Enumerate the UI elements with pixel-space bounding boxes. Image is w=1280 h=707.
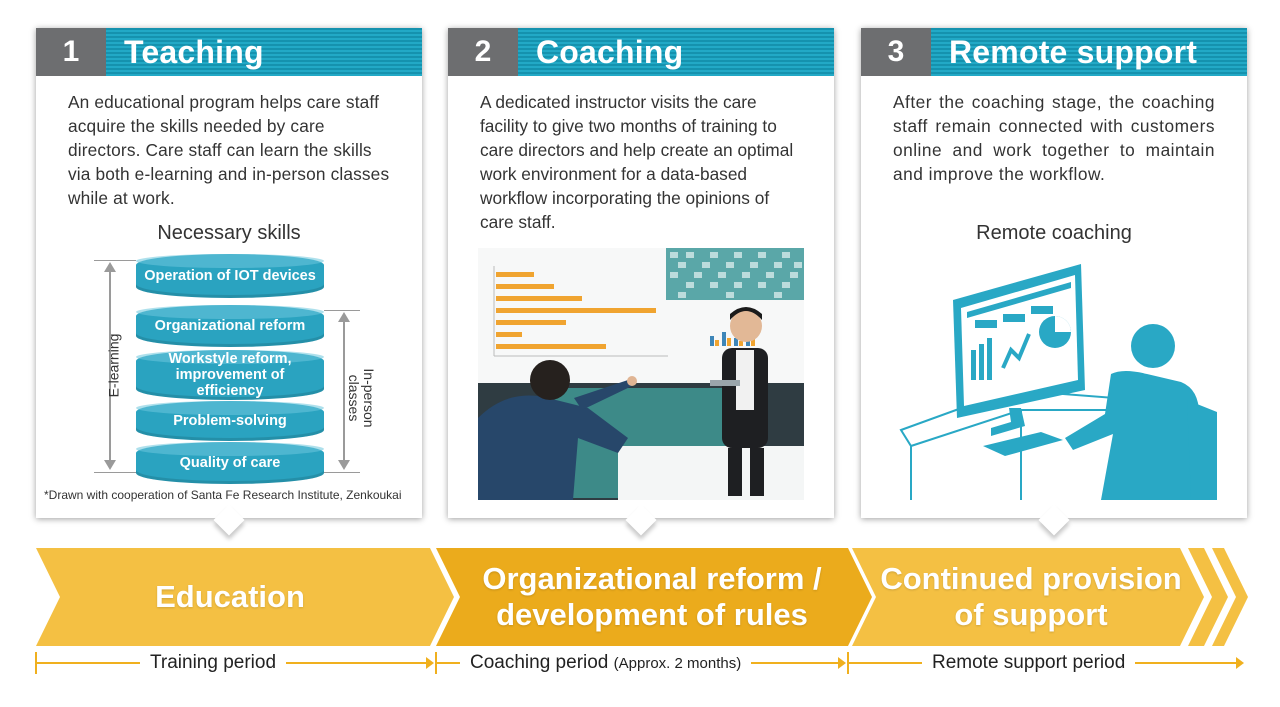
- stage-label: Education: [155, 579, 305, 614]
- range-tick: [94, 472, 136, 473]
- coaching-photo: [478, 248, 804, 500]
- period-training: Training period: [140, 650, 287, 676]
- skill-label: Workstyle reform, improvement of efficie…: [168, 351, 292, 399]
- process-band: [36, 548, 1248, 646]
- stage-reform-label: Organizational reform / development of r…: [456, 548, 848, 646]
- skill-organizational-reform: Organizational reform: [136, 305, 324, 347]
- card-header: 3 Remote support: [861, 28, 1247, 76]
- arrow-right-icon: [838, 657, 846, 669]
- remote-coaching-illustration: [891, 250, 1221, 506]
- card-description: An educational program helps care staff …: [68, 92, 390, 208]
- skill-label: Operation of IOT devices: [144, 268, 316, 284]
- computer-user-icon: [899, 264, 1217, 500]
- stage-support-arrow: [852, 548, 1204, 646]
- stage-label-line: Continued provision: [880, 561, 1182, 596]
- chevron-icon: [1212, 548, 1248, 646]
- card-remote-support: 3 Remote support After the coaching stag…: [861, 28, 1247, 518]
- step-number: 2: [448, 28, 518, 76]
- stage-education-arrow: [36, 548, 454, 646]
- skill-operation-iot: Operation of IOT devices: [136, 254, 324, 298]
- card-title: Remote support: [931, 28, 1247, 76]
- stage-label-line: Organizational reform /: [482, 561, 822, 596]
- stage-label-line: of support: [954, 597, 1108, 632]
- card-body: An educational program helps care staff …: [68, 90, 390, 210]
- coaching-scene-image: [478, 248, 804, 500]
- card-body: After the coaching stage, the coaching s…: [893, 90, 1215, 186]
- skill-problem-solving: Problem-solving: [136, 401, 324, 441]
- arrow-right-icon: [426, 657, 434, 669]
- range-tick: [324, 472, 360, 473]
- step-number: 1: [36, 28, 106, 76]
- period-label: Remote support period: [932, 652, 1126, 673]
- range-tick: [324, 310, 360, 311]
- card-description: After the coaching stage, the coaching s…: [893, 92, 1215, 184]
- arrow-down-icon: [338, 460, 350, 470]
- skills-diagram: E-learning In-person classes Operation o…: [36, 28, 422, 518]
- period-remote-support: Remote support period: [922, 650, 1136, 676]
- arrow-right-icon: [1236, 657, 1244, 669]
- period-note: (Approx. 2 months): [613, 655, 742, 672]
- footnote: *Drawn with cooperation of Santa Fe Rese…: [44, 488, 402, 502]
- skill-label: Quality of care: [179, 455, 281, 471]
- card-teaching: 1 Teaching An educational program helps …: [36, 28, 422, 518]
- card-header: 1 Teaching: [36, 28, 422, 76]
- card-title: Coaching: [518, 28, 834, 76]
- range-line: [343, 321, 345, 461]
- e-learning-label: E-learning: [105, 333, 122, 398]
- stage-support-label: Continued provision of support: [870, 548, 1192, 646]
- period-label: Coaching period: [470, 652, 609, 673]
- in-person-label: In-person classes: [346, 368, 377, 428]
- card-description: A dedicated instructor visits the care f…: [480, 92, 794, 232]
- arrow-up-icon: [338, 312, 350, 322]
- step-number: 3: [861, 28, 931, 76]
- skill-label: Organizational reform: [154, 318, 306, 334]
- arrow-down-icon: [104, 460, 116, 470]
- chevron-icon: [1188, 548, 1228, 646]
- stage-education-label: Education: [60, 548, 400, 646]
- stage-reform-arrow: [436, 548, 872, 646]
- card-body: A dedicated instructor visits the care f…: [480, 90, 802, 234]
- skill-label: Problem-solving: [173, 413, 287, 429]
- stage-label-line: development of rules: [496, 597, 808, 632]
- period-label: Training period: [150, 652, 277, 673]
- range-tick: [94, 260, 136, 261]
- card-coaching: 2 Coaching A dedicated instructor visits…: [448, 28, 834, 518]
- card-subtitle: Remote coaching: [976, 222, 1132, 244]
- card-subtitle: Necessary skills: [157, 222, 301, 244]
- range-line: [109, 271, 111, 461]
- arrow-up-icon: [104, 262, 116, 272]
- skill-quality-of-care: Quality of care: [136, 442, 324, 484]
- card-header: 2 Coaching: [448, 28, 834, 76]
- card-title: Teaching: [106, 28, 422, 76]
- period-coaching: Coaching period (Approx. 2 months): [460, 650, 752, 676]
- skill-workstyle-reform: Workstyle reform, improvement of efficie…: [136, 350, 324, 400]
